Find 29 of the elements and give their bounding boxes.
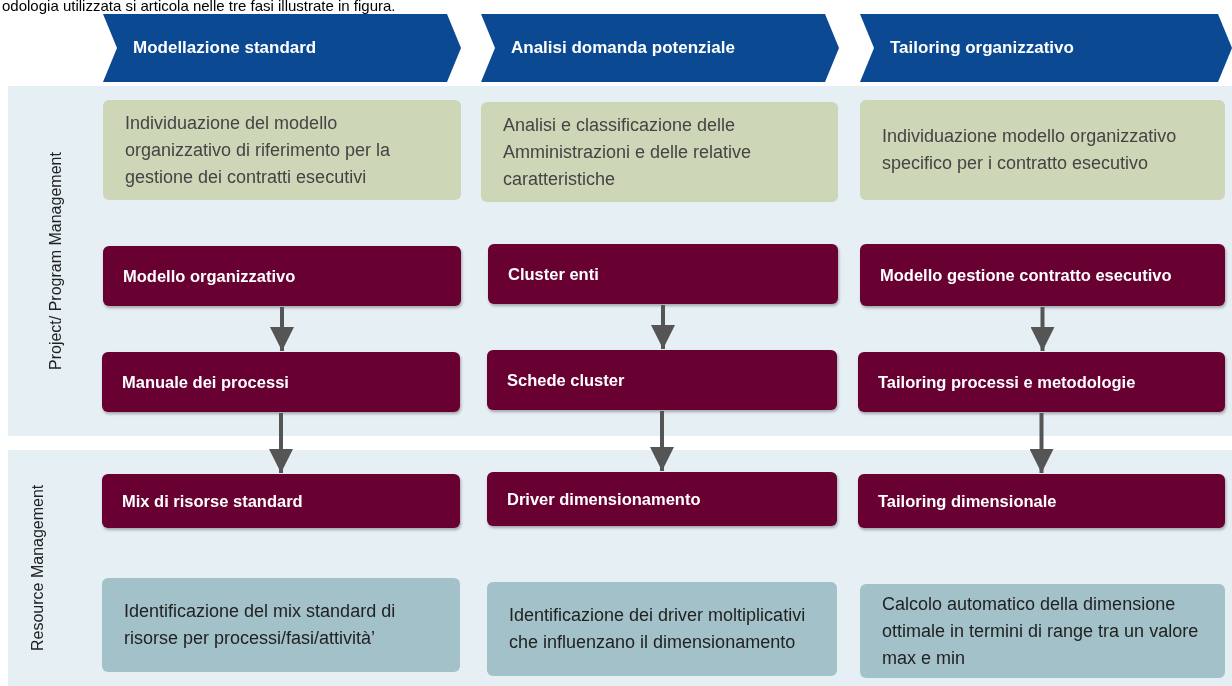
description-box: Identificazione dei driver moltiplicativi che influenzano il dimensionamento [487,582,837,676]
activity-box: Individuazione modello organizzativo specifico per i contratto esecutivo [860,100,1225,200]
arrow [651,305,675,349]
output-box: Manuale dei processi [102,352,460,412]
arrow [269,413,293,473]
phase-header: Tailoring organizzativo [860,14,1232,82]
lane-title: Project/ Program Management [46,151,65,372]
activity-box: Analisi e classificazione delle Amministrazioni e delle relative caratteristiche [481,102,838,202]
output-box: Schede cluster [487,350,837,410]
output-box: Cluster enti [488,244,838,304]
phase-header: Analisi domanda potenziale [481,14,839,82]
swimlane-band [8,450,1232,686]
description-box: Identificazione del mix standard di risorse per processi/fasi/attività’ [102,578,460,672]
output-box: Mix di risorse standard [102,474,460,528]
arrow [1029,413,1054,473]
arrow [1030,307,1055,351]
intro-text: odologia utilizzata si articola nelle tre fasi illustrate in figura. [2,0,396,14]
swimlane-band [8,86,1232,436]
output-box: Driver dimensionamento [487,472,837,526]
activity-box: Individuazione del modello organizzativo di riferimento per la gestione dei contratti esecutivi [103,100,461,200]
description-box: Calcolo automatico della dimensione ottimale in termini di range tra un valore max e min [860,584,1225,678]
lane-title: Resource Management [28,483,47,654]
output-box: Tailoring processi e metodologie [858,352,1225,412]
arrow [650,411,674,471]
output-box: Modello gestione contratto esecutivo [860,244,1225,306]
arrow [270,307,294,351]
output-box: Modello organizzativo [103,246,461,306]
phase-header: Modellazione standard [103,14,461,82]
output-box: Tailoring dimensionale [858,474,1225,528]
